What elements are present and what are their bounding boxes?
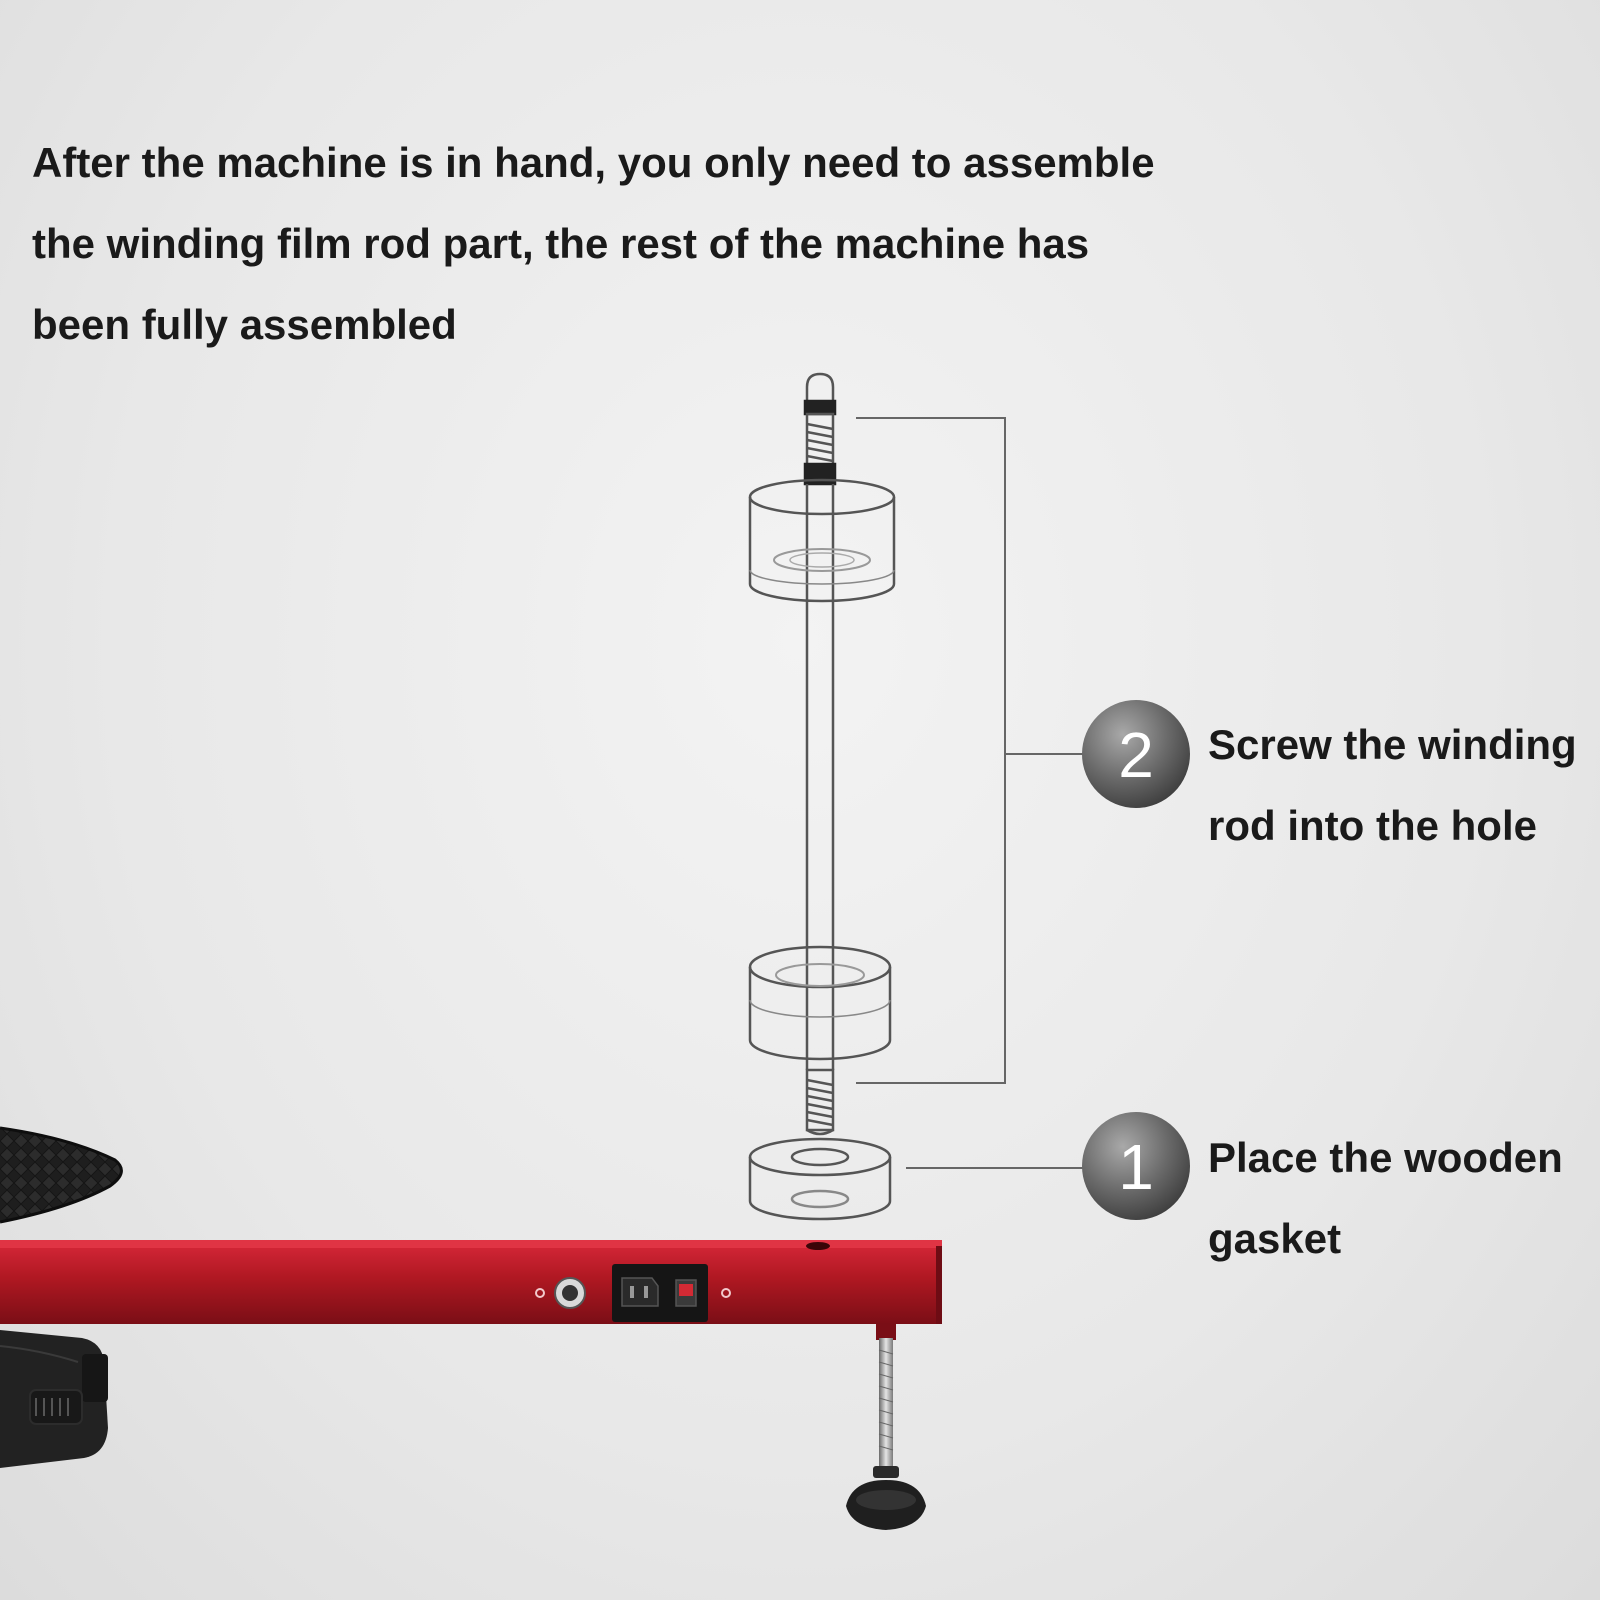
power-socket-icon: [621, 1277, 659, 1307]
upper-cone-holder: [748, 478, 896, 603]
callout-bracket: [856, 417, 1086, 1169]
step-2-label: Screw the winding rod into the hole: [1208, 721, 1577, 849]
wooden-gasket: [748, 1137, 892, 1221]
power-switch-icon[interactable]: [675, 1279, 697, 1307]
indicator-dot-icon: [721, 1288, 731, 1298]
winding-rod: [803, 372, 837, 1136]
intro-text: After the machine is in hand, you only n…: [32, 139, 1155, 348]
step-1-number: 1: [1118, 1131, 1154, 1203]
step-1-label: Place the wooden gasket: [1208, 1134, 1563, 1262]
indicator-dot-icon: [535, 1288, 545, 1298]
step-1-badge: 1: [1082, 1112, 1190, 1220]
turntable: [0, 1126, 123, 1224]
control-panel: [535, 1264, 731, 1322]
adjustable-leg: [846, 1324, 926, 1530]
motor-housing: [0, 1330, 108, 1468]
machine-base-beam: [0, 1240, 942, 1324]
connector-port-icon: [554, 1277, 586, 1309]
step-2-badge: 2: [1082, 700, 1190, 808]
step-2-number: 2: [1118, 719, 1154, 791]
lower-cone-holder: [748, 945, 892, 1061]
